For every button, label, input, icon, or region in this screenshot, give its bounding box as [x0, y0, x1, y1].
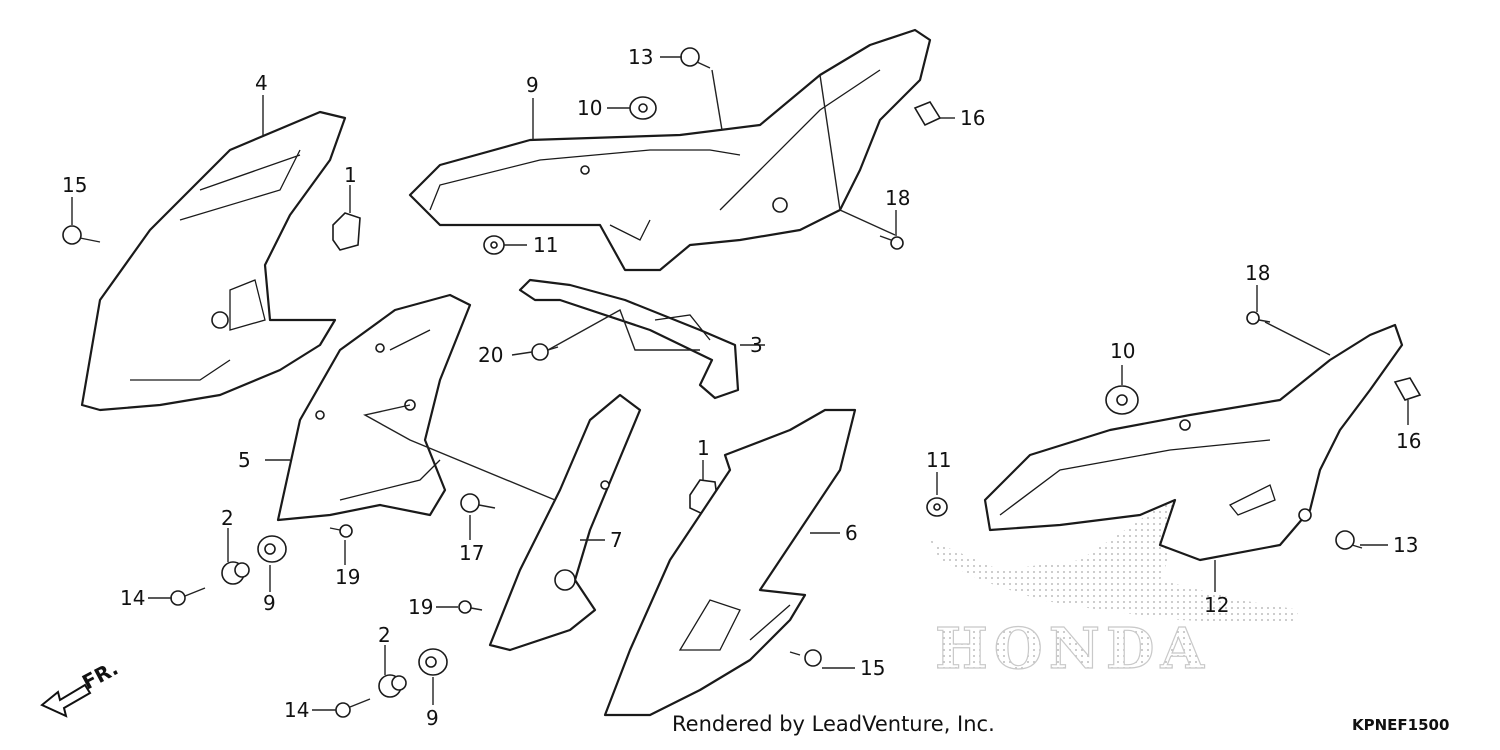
fastener-15-upper[interactable]	[62, 225, 101, 245]
callout-15-upper: 15	[62, 173, 87, 197]
collar-2-lower[interactable]	[378, 674, 407, 698]
fastener-15-lower[interactable]	[789, 649, 822, 667]
callout-17: 17	[459, 541, 484, 565]
callout-3: 3	[750, 333, 763, 357]
callout-14-upper: 14	[120, 586, 145, 610]
honda-logo: HONDA	[930, 400, 1300, 683]
diagram-code: KPNEF1500	[1352, 716, 1450, 734]
callout-20: 20	[478, 343, 503, 367]
callout-18-right: 18	[1245, 261, 1270, 285]
part-5-inner-cover[interactable]	[276, 293, 472, 522]
callout-4: 4	[255, 71, 268, 95]
callout-8: 9	[526, 73, 539, 97]
screw-19-upper[interactable]	[329, 524, 353, 538]
part-4-front-shroud[interactable]	[80, 110, 347, 412]
collar-2-upper[interactable]	[221, 561, 250, 585]
honda-logo-text: HONDA	[935, 616, 1210, 682]
render-credit: Rendered by LeadVenture, Inc.	[672, 712, 995, 736]
front-arrow-icon	[40, 683, 92, 718]
callout-10-upper: 10	[577, 96, 602, 120]
fastener-13-right[interactable]	[1335, 530, 1363, 550]
callout-6: 6	[845, 521, 858, 545]
clip-16-right[interactable]	[1393, 377, 1422, 401]
callout-15-lower: 15	[860, 656, 885, 680]
clip-16-upper[interactable]	[913, 101, 942, 127]
part-7-inner-panel[interactable]	[488, 393, 642, 652]
callout-11-right: 11	[926, 448, 951, 472]
callout-9-lower: 9	[426, 706, 439, 730]
callout-2-upper: 2	[221, 506, 234, 530]
callout-labels: 4 15 1 13 10 9 16 18 11 3 20 5 2 9 14 19…	[62, 45, 1421, 730]
callout-12: 12	[1204, 593, 1229, 617]
callout-14-lower: 14	[284, 698, 309, 722]
part-12-right-cover[interactable]	[983, 323, 1404, 562]
grommet-10-upper[interactable]	[629, 96, 657, 120]
bolt-18-upper[interactable]	[879, 235, 904, 250]
part-3-bracket[interactable]	[518, 278, 740, 400]
bolt-18-right[interactable]	[1246, 311, 1271, 325]
screw-19-lower[interactable]	[458, 600, 483, 614]
grommet-9-upper[interactable]	[257, 535, 287, 563]
leader-lines	[71, 56, 1409, 711]
nut-11-upper[interactable]	[483, 235, 505, 255]
bolt-14-upper[interactable]	[170, 587, 206, 606]
callout-19-upper: 19	[335, 565, 360, 589]
part-8-upper-cover[interactable]	[408, 28, 932, 272]
callout-16-right: 16	[1396, 429, 1421, 453]
callout-16-upper: 16	[960, 106, 985, 130]
callout-11-upper: 11	[533, 233, 558, 257]
nut-11-right[interactable]	[926, 497, 948, 517]
callout-1-upper: 1	[344, 163, 357, 187]
callout-13-right: 13	[1393, 533, 1418, 557]
callout-2-lower: 2	[378, 623, 391, 647]
front-direction-marker: FR.	[40, 656, 122, 718]
screw-17[interactable]	[460, 493, 496, 513]
callout-10-right: 10	[1110, 339, 1135, 363]
callout-13-top: 13	[628, 45, 653, 69]
fastener-13-top[interactable]	[680, 47, 711, 69]
callout-9-upper: 9	[263, 591, 276, 615]
bolt-14-lower[interactable]	[335, 698, 371, 718]
callout-18-upper: 18	[885, 186, 910, 210]
callout-1-lower: 1	[697, 436, 710, 460]
callout-7: 7	[610, 528, 623, 552]
grommet-9-lower[interactable]	[418, 648, 448, 676]
part-6-side-cover[interactable]	[603, 408, 857, 717]
grommet-10-right[interactable]	[1105, 385, 1139, 415]
part-1-grommet-upper[interactable]	[332, 212, 361, 251]
callout-5: 5	[238, 448, 251, 472]
callout-19-lower: 19	[408, 595, 433, 619]
